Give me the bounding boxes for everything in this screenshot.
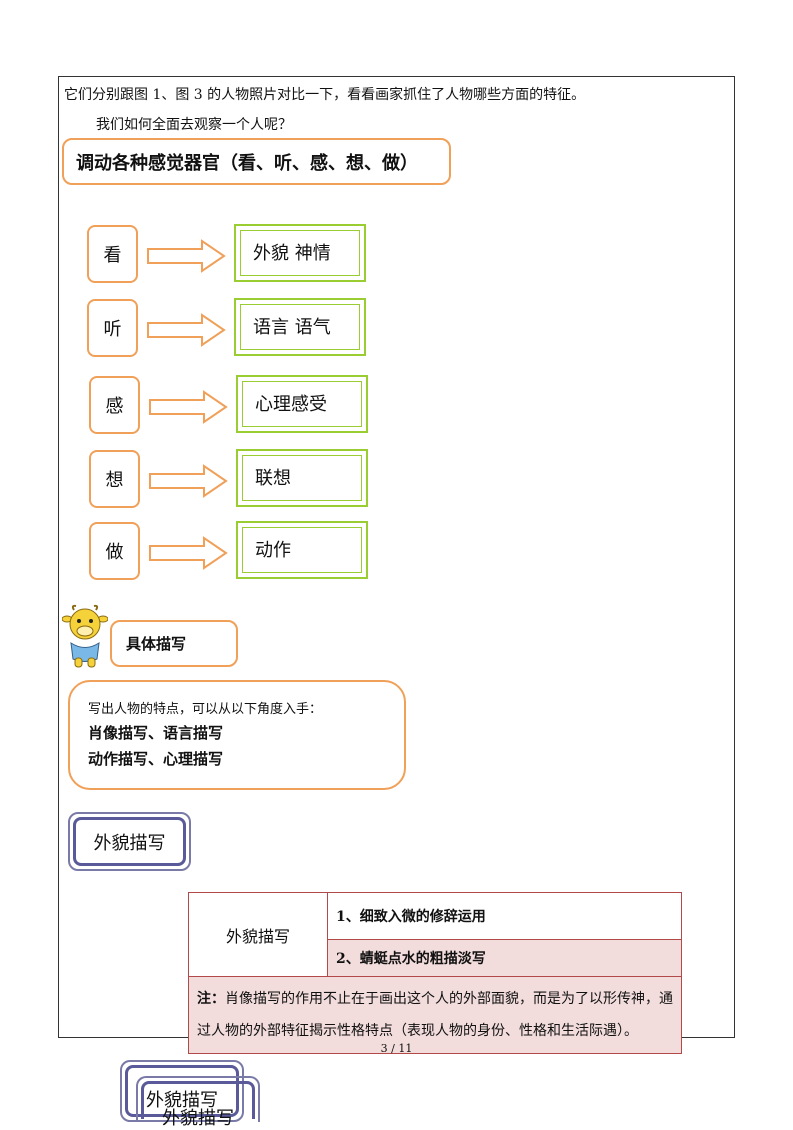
result-do: 动作	[242, 527, 362, 573]
result-box-do: 动作	[236, 521, 368, 579]
result-box-look: 外貌 神情	[234, 224, 366, 282]
appearance-table-label: 外貌描写	[188, 892, 328, 977]
note-line-1: 肖像描写的作用不止在于画出这个人的外部面貌，而是为了以形传神，通	[225, 991, 673, 1007]
specific-description-label: 具体描写	[110, 620, 238, 667]
result-feel: 心理感受	[242, 381, 362, 427]
sense-do: 做	[89, 522, 140, 580]
sense-look: 看	[87, 225, 138, 283]
arrow-right-icon	[149, 536, 228, 570]
note-line-2: 过人物的外部特征揭示性格特点（表现人物的身份、性格和生活际遇）。	[197, 1023, 638, 1039]
angles-line-1: 肖像描写、语言描写	[88, 724, 224, 742]
senses-heading: 调动各种感觉器官（看、听、感、想、做）	[62, 138, 451, 185]
cow-mascot-icon	[62, 604, 108, 668]
result-think: 联想	[242, 455, 362, 501]
sense-listen: 听	[87, 299, 138, 357]
angles-box: 写出人物的特点，可以从以下角度入手： 肖像描写、语言描写 动作描写、心理描写	[68, 680, 406, 790]
angles-intro: 写出人物的特点，可以从以下角度入手：	[88, 702, 323, 717]
overflow-box-1: 外貌描写	[120, 1060, 244, 1122]
appearance-title-box: 外貌描写	[68, 812, 191, 871]
angles-line-2: 动作描写、心理描写	[88, 750, 224, 768]
result-look: 外貌 神情	[240, 230, 360, 276]
appearance-title: 外貌描写	[73, 817, 186, 866]
arrow-right-icon	[147, 313, 226, 347]
appearance-point-2: 2、蜻蜓点水的粗描淡写	[327, 939, 682, 977]
result-box-think: 联想	[236, 449, 368, 507]
intro-line-2: 我们如何全面去观察一个人呢？	[96, 117, 292, 133]
appearance-point-1: 1、细致入微的修辞运用	[327, 892, 682, 940]
arrow-right-icon	[147, 239, 226, 273]
arrow-right-icon	[149, 464, 228, 498]
appearance-table: 外貌描写 1、细致入微的修辞运用 2、蜻蜓点水的粗描淡写 注：肖像描写的作用不止…	[188, 892, 682, 1054]
sense-feel: 感	[89, 376, 140, 434]
sense-think: 想	[89, 450, 140, 508]
overflow-label-1: 外貌描写	[125, 1065, 239, 1117]
result-box-feel: 心理感受	[236, 375, 368, 433]
note-label: 注：	[197, 991, 225, 1007]
intro-line-1: 它们分别跟图 1、图 3 的人物照片对比一下，看看画家抓住了人物哪些方面的特征。	[64, 87, 586, 103]
result-listen: 语言 语气	[240, 304, 360, 350]
page-number: 3 / 11	[380, 1042, 413, 1055]
arrow-right-icon	[149, 390, 228, 424]
result-box-listen: 语言 语气	[234, 298, 366, 356]
overflow-label-2: 外貌描写	[141, 1081, 255, 1129]
overflow-box-2: 外貌描写	[136, 1076, 260, 1129]
appearance-note: 注：肖像描写的作用不止在于画出这个人的外部面貌，而是为了以形传神，通 过人物的外…	[188, 976, 682, 1054]
